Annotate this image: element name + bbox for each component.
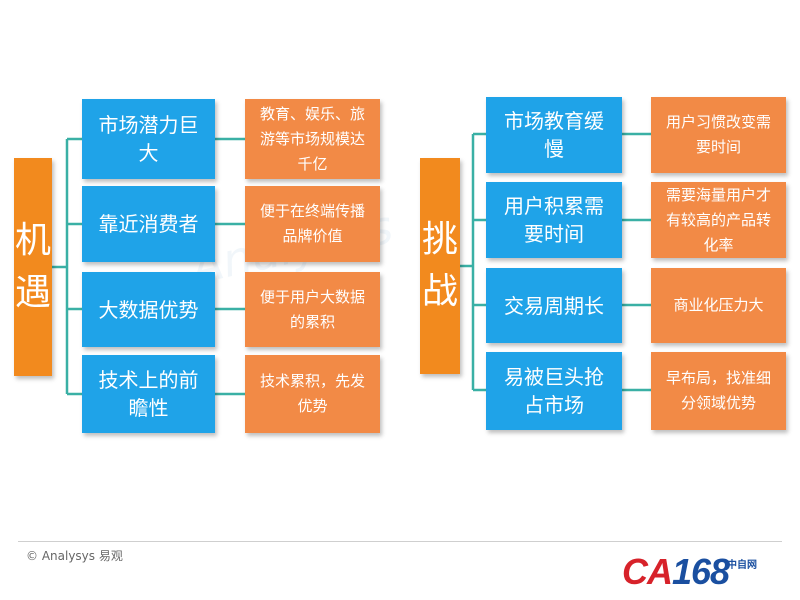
- opportunity-title-2: 靠近消费者: [82, 186, 215, 262]
- opportunity-label: 机 遇: [14, 158, 52, 376]
- challenge-title-3: 交易周期长: [486, 268, 622, 343]
- opportunity-title-3: 大数据优势: [82, 272, 215, 347]
- opportunity-desc-1: 教育、娱乐、旅游等市场规模达千亿: [245, 99, 380, 179]
- challenge-title-4: 易被巨头抢占市场: [486, 352, 622, 430]
- footer-divider: [18, 541, 782, 542]
- challenge-desc-3: 商业化压力大: [651, 268, 786, 343]
- challenge-title-2: 用户积累需要时间: [486, 182, 622, 258]
- logo-subtitle: 中自网: [727, 560, 757, 571]
- opportunity-label-char-1: 机: [14, 220, 51, 261]
- opportunity-title-4: 技术上的前瞻性: [82, 355, 215, 433]
- logo-letters: CA: [622, 551, 673, 592]
- copyright-text: © Analysys 易观: [26, 549, 123, 563]
- challenge-desc-1: 用户习惯改变需要时间: [651, 97, 786, 173]
- challenge-desc-2: 需要海量用户才有较高的产品转化率: [651, 182, 786, 258]
- challenge-title-1: 市场教育缓慢: [486, 97, 622, 173]
- opportunity-label-char-2: 遇: [14, 272, 51, 313]
- logo-digits: 168: [672, 551, 730, 592]
- opportunity-desc-4: 技术累积，先发优势: [245, 355, 380, 433]
- opportunity-desc-2: 便于在终端传播品牌价值: [245, 186, 380, 262]
- challenge-label-char-1: 挑: [421, 219, 458, 260]
- opportunity-title-1: 市场潜力巨大: [82, 99, 215, 179]
- opportunity-desc-3: 便于用户大数据的累积: [245, 272, 380, 347]
- challenge-label: 挑 战: [420, 158, 460, 374]
- challenge-desc-4: 早布局，找准细分领域优势: [651, 352, 786, 430]
- challenge-label-char-2: 战: [421, 271, 458, 312]
